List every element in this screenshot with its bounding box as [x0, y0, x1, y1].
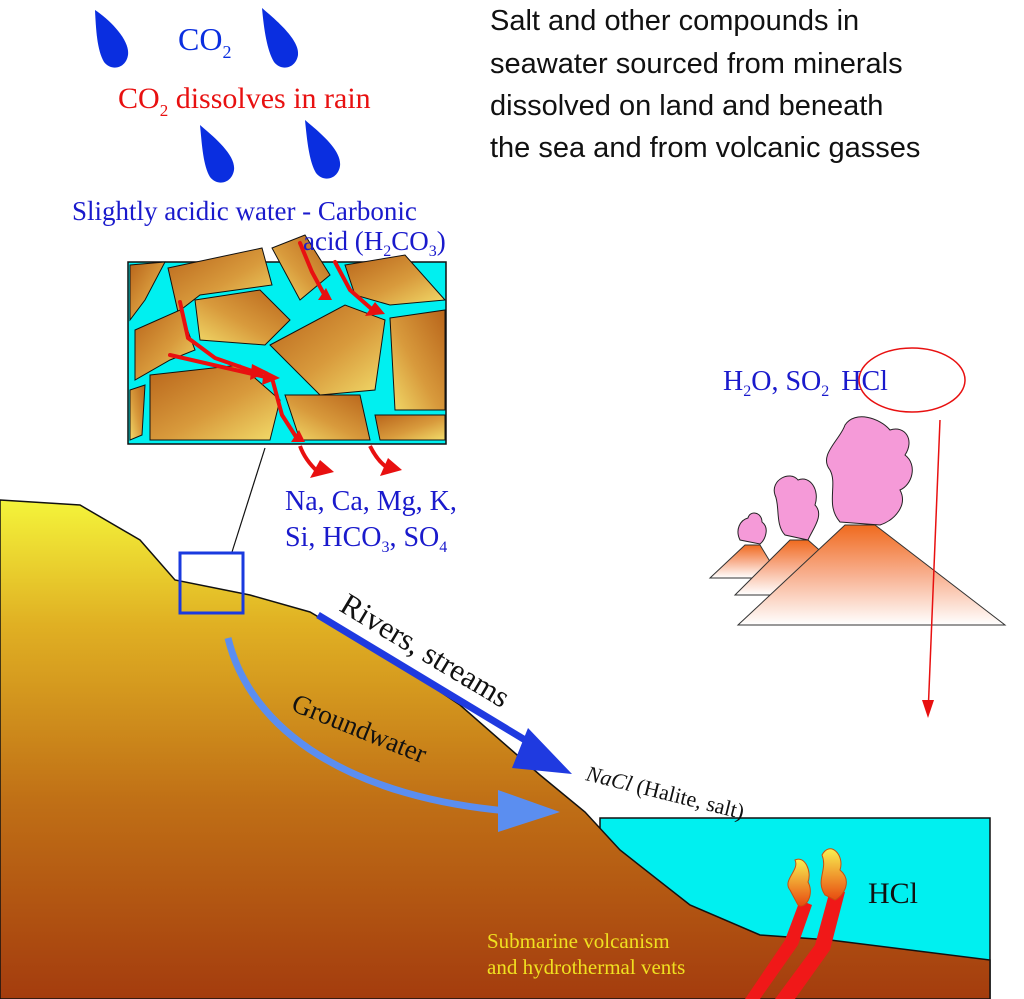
release-arrows	[298, 445, 390, 474]
submarine-label-line-1: Submarine volcanism	[487, 929, 670, 953]
co2-label: CO2	[178, 21, 231, 62]
caption-line-4: the sea and from volcanic gasses	[490, 132, 920, 164]
ions-line-2: Si, HCO3, SO4	[285, 522, 447, 556]
raindrop-icon	[305, 120, 341, 179]
rock-grain-inset	[127, 234, 447, 445]
vent-conduit-right	[775, 890, 845, 999]
co2-dissolves-label: CO2 dissolves in rain	[118, 82, 371, 120]
acidic-water-label-line-1: Slightly acidic water - Carbonic	[72, 196, 417, 226]
caption-line-3: dissolved on land and beneath	[490, 90, 883, 122]
inset-location-box	[178, 551, 245, 615]
hcl-fall-arrowhead	[922, 700, 934, 718]
vent-plume-small	[787, 858, 811, 907]
groundwater-arrowhead	[498, 790, 560, 832]
flow-arrow-1	[298, 241, 327, 298]
sea-hcl-label: HCl	[868, 877, 918, 910]
vent-conduit-left	[745, 900, 812, 999]
vent-plume-large	[820, 848, 847, 901]
groundwater-arrow	[224, 637, 521, 816]
caption-line-1: Salt and other compounds in	[490, 5, 859, 37]
land-slope	[0, 499, 991, 999]
nacl-label: NaCl (Halite, salt)	[583, 760, 747, 824]
release-arrowhead-1	[310, 460, 334, 478]
release-arrowhead-2	[380, 458, 402, 476]
flow-arrow-2	[333, 260, 377, 314]
river-arrowhead	[512, 728, 572, 774]
plume-large	[826, 416, 913, 526]
raindrop-icon	[95, 10, 129, 68]
ions-line-1: Na, Ca, Mg, K,	[285, 486, 457, 517]
raindrops	[95, 8, 341, 183]
plume-small	[737, 512, 767, 545]
raindrop-icon	[262, 8, 299, 68]
hcl-fall-arrow	[927, 419, 941, 716]
inset-connector-line	[231, 447, 266, 553]
flow-arrow-5	[270, 376, 300, 442]
acidic-water-label-line-2: acid (H2CO3)	[303, 226, 446, 260]
hcl-highlight-ring	[858, 347, 966, 413]
flow-arrow-3	[178, 300, 257, 374]
caption-line-2: seawater sourced from minerals	[490, 48, 903, 80]
volcano-group	[708, 416, 1007, 626]
raindrop-icon	[200, 125, 235, 183]
submarine-label-line-2: and hydrothermal vents	[487, 955, 685, 979]
plume-medium	[773, 475, 820, 541]
river-arrow	[316, 612, 547, 755]
